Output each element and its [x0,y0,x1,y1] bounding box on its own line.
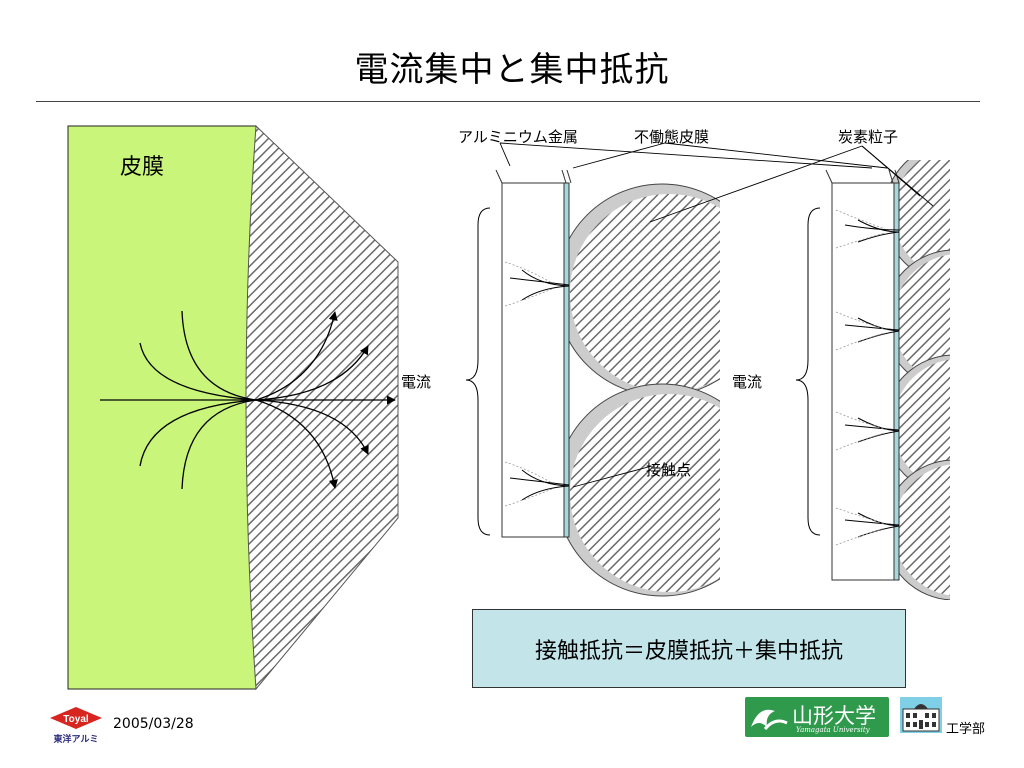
formula-text: 接触抵抗＝皮膜抵抗＋集中抵抗 [534,638,843,664]
current-label-right: 電流 [732,373,763,391]
university-name: 山形大学 [792,704,876,728]
passive-film-middle [563,182,570,538]
current-lines-left [100,310,396,490]
carbon-particle-label: 炭素粒子 [838,128,899,146]
film-label: 皮膜 [120,155,165,180]
university-logo [745,697,889,737]
current-label-left: 電流 [401,373,432,391]
hatched-conductor [245,124,399,691]
right-contact-model [795,160,950,600]
leader-lines [499,142,934,488]
faculty-building-icon [900,697,942,733]
contact-point-label: 接触点 [646,461,692,479]
university-emblem-icon [751,709,788,730]
department-label: 工学部 [946,722,986,737]
title-divider [36,101,980,102]
footer-date: 2005/03/28 [113,716,194,732]
toyal-logo: Toyal 東洋アルミ [50,707,102,745]
aluminum-slab-right [831,182,896,581]
contact-resistance-formula: 接触抵抗＝皮膜抵抗＋集中抵抗 [472,609,906,688]
slide-title: 電流集中と集中抵抗 [354,50,670,90]
toyal-logo-text: Toyal [63,714,89,725]
aluminum-metal-label: アルミニウム金属 [458,128,578,146]
university-subtitle: Yamagata University [796,726,870,734]
passive-film-right [893,182,900,581]
toyal-logo-subtext: 東洋アルミ [54,733,99,745]
oxide-film-layer [67,125,257,690]
middle-contact-model [465,169,720,597]
passive-film-label: 不働態皮膜 [634,128,710,146]
